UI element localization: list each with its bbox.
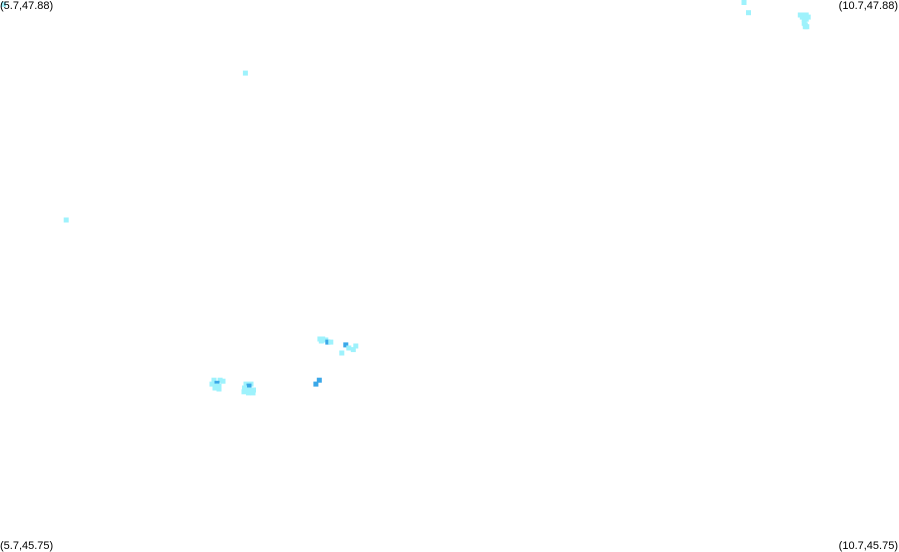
map-cell-light (209, 381, 215, 387)
map-cell-light (350, 347, 356, 353)
map-cell-light (339, 350, 345, 356)
map-cell-light (741, 0, 747, 5)
map-cell-light (1, 1, 7, 7)
map-cell-light (246, 390, 251, 396)
map-cell-light (251, 387, 256, 393)
map-cell-dark (325, 339, 331, 345)
map-cell-light (211, 377, 217, 383)
map-cell-dark (313, 381, 319, 387)
map-cell-light (63, 217, 69, 223)
map-cell-light (241, 389, 247, 395)
map-cell-light (804, 24, 810, 30)
map-cell-light (216, 386, 222, 392)
corner-label-top-right: (10.7,47.88) (838, 0, 898, 12)
map-cell-light (217, 377, 223, 383)
map-cell-dark (246, 383, 252, 389)
map-cell-light (242, 385, 247, 391)
map-cell-dark (214, 380, 220, 386)
map-cell-light (216, 383, 222, 389)
map-cell-light (318, 338, 324, 344)
map-cell-light (803, 16, 809, 22)
map-cell-light (242, 70, 248, 76)
map-cell-light (346, 345, 352, 351)
map-cell-light (243, 381, 249, 387)
map-cell-dark (316, 377, 322, 383)
map-cell-light (328, 339, 334, 345)
map-cell-dark (343, 342, 349, 348)
map-cell-light (746, 10, 751, 16)
corner-label-bottom-left: (5.7,45.75) (0, 540, 54, 552)
corner-label-bottom-right: (10.7,45.75) (838, 540, 898, 552)
map-cell-light (353, 343, 359, 349)
map-cell-light (212, 385, 218, 391)
map-cell-light (220, 378, 226, 384)
map-cell-light (246, 387, 251, 393)
map-cell-light (250, 390, 256, 396)
corner-label-top-left: (5.7,47.88) (0, 0, 54, 12)
